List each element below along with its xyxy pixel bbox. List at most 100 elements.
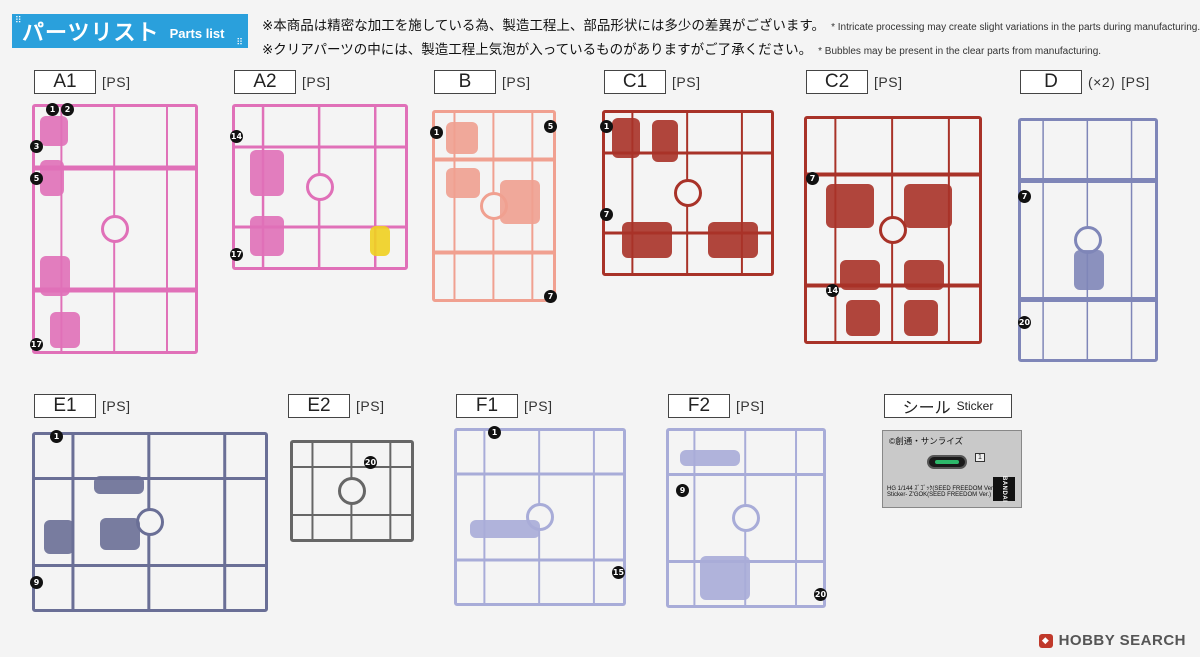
runner-material: [PS] (524, 398, 553, 414)
part-number-marker: 7 (600, 208, 613, 221)
part-number-marker: 17 (230, 248, 243, 261)
part-number-marker: 20 (1018, 316, 1031, 329)
watermark: ◆ HOBBY SEARCH (1038, 632, 1186, 649)
runner-label-b: B [PS] (434, 70, 530, 94)
part-number-marker: 17 (30, 338, 43, 351)
part-shape (904, 184, 952, 228)
part-number-marker: 20 (364, 456, 377, 469)
runner-label-e1: E1 [PS] (34, 394, 130, 418)
runner-label-c1: C1 [PS] (604, 70, 700, 94)
part-number-marker: 14 (826, 284, 839, 297)
part-number-marker: 5 (544, 120, 557, 133)
runner-gate-hub (879, 216, 907, 244)
runner-label-a2: A2 [PS] (234, 70, 330, 94)
runner-d-illustration (1018, 118, 1158, 362)
runner-gate-hub (136, 508, 164, 536)
runner-gate-hub (101, 215, 129, 243)
notes: ※本商品は精密な加工を施している為、製造工程上、部品形状には多少の差異がございま… (262, 8, 1200, 57)
part-number-marker: 7 (544, 290, 557, 303)
part-shape (250, 216, 284, 256)
runner-a1-illustration (32, 104, 198, 354)
part-number-marker: 2 (61, 103, 74, 116)
runner-id: F1 (456, 394, 518, 418)
sticker-fine-print-1: HG 1/144 ｽﾞｺﾞｯｸ(SEED FREEDOM Ver.) (887, 486, 997, 492)
runner-gate-hub (306, 173, 334, 201)
runner-material: [PS] (502, 74, 531, 90)
runner-c2-illustration (804, 116, 982, 344)
part-number-marker: 1 (50, 430, 63, 443)
note-2-en: * Bubbles may be present in the clear pa… (818, 46, 1102, 57)
part-shape (622, 222, 672, 258)
runner-id: C1 (604, 70, 666, 94)
part-shape (840, 260, 880, 290)
runner-material: [PS] (736, 398, 765, 414)
runner-id: F2 (668, 394, 730, 418)
part-number-marker: 9 (676, 484, 689, 497)
sticker-copyright: ©創通・サンライズ (889, 436, 964, 446)
part-shape (94, 476, 144, 494)
note-2-jp: ※クリアパーツの中には、製造工程上気泡が入っているものがありますがご了承ください… (262, 42, 813, 57)
runner-id: E2 (288, 394, 350, 418)
part-shape (100, 518, 140, 550)
runner-gate-hub (1074, 226, 1102, 254)
part-shape (1074, 250, 1104, 290)
part-shape (40, 116, 68, 146)
part-shape (446, 168, 480, 198)
part-shape (50, 312, 80, 348)
sticker-label: シール Sticker (884, 394, 1012, 418)
part-shape (612, 118, 640, 158)
header-title-jp: パーツリスト (22, 20, 160, 45)
runner-material: [PS] (102, 74, 131, 90)
part-shape (500, 180, 540, 224)
parts-list-header: ⠿ パーツリスト Parts list ⠿ (12, 14, 248, 48)
part-shape (446, 122, 478, 154)
runner-label-f1: F1 [PS] (456, 394, 552, 418)
part-number-marker: 1 (46, 103, 59, 116)
note-1-en: * Intricate processing may create slight… (831, 22, 1200, 33)
runner-id: B (434, 70, 496, 94)
part-shape (680, 450, 740, 466)
hobby-search-logo-icon: ◆ (1038, 633, 1053, 648)
runner-label-a1: A1 [PS] (34, 70, 130, 94)
part-number-marker: 1 (430, 126, 443, 139)
watermark-text: HOBBY SEARCH (1058, 632, 1186, 649)
part-shape (826, 184, 874, 228)
runner-label-f2: F2 [PS] (668, 394, 764, 418)
part-shape (40, 256, 70, 296)
sticker-index: 1 (975, 453, 985, 462)
part-shape (40, 160, 64, 196)
sticker-label-box: シール Sticker (884, 394, 1012, 418)
runner-material: [PS] (874, 74, 903, 90)
runner-id: A2 (234, 70, 296, 94)
part-shape (370, 226, 390, 256)
part-number-marker: 15 (612, 566, 625, 579)
note-2: ※クリアパーツの中には、製造工程上気泡が入っているものがありますがご了承ください… (262, 32, 1192, 57)
dots-decoration-icon: ⠿ (236, 37, 244, 47)
runner-id: C2 (806, 70, 868, 94)
sticker-fine-print-2: Sticker- Z'GOK(SEED FREEDOM Ver.) (887, 492, 992, 498)
part-number-marker: 7 (1018, 190, 1031, 203)
runner-id: E1 (34, 394, 96, 418)
runner-e2-illustration (290, 440, 414, 542)
part-shape (708, 222, 758, 258)
part-shape (846, 300, 880, 336)
part-shape (470, 520, 540, 538)
note-1: ※本商品は精密な加工を施している為、製造工程上、部品形状には多少の差異がございま… (262, 8, 1200, 33)
part-shape (904, 300, 938, 336)
part-shape (700, 556, 750, 600)
runner-gate-hub (674, 179, 702, 207)
part-number-marker: 9 (30, 576, 43, 589)
part-number-marker: 1 (600, 120, 613, 133)
runner-e1-illustration (32, 432, 268, 612)
sticker-label-jp: シール (902, 400, 951, 417)
runner-material: [PS] (302, 74, 331, 90)
part-number-marker: 7 (806, 172, 819, 185)
part-shape (652, 120, 678, 162)
header-title-en: Parts list (169, 25, 225, 41)
part-number-marker: 3 (30, 140, 43, 153)
sticker-sheet: ©創通・サンライズ 1 HG 1/144 ｽﾞｺﾞｯｸ(SEED FREEDOM… (882, 430, 1022, 508)
part-shape (44, 520, 74, 554)
part-shape (904, 260, 944, 290)
part-shape (250, 150, 284, 196)
runner-gate-hub (526, 503, 554, 531)
